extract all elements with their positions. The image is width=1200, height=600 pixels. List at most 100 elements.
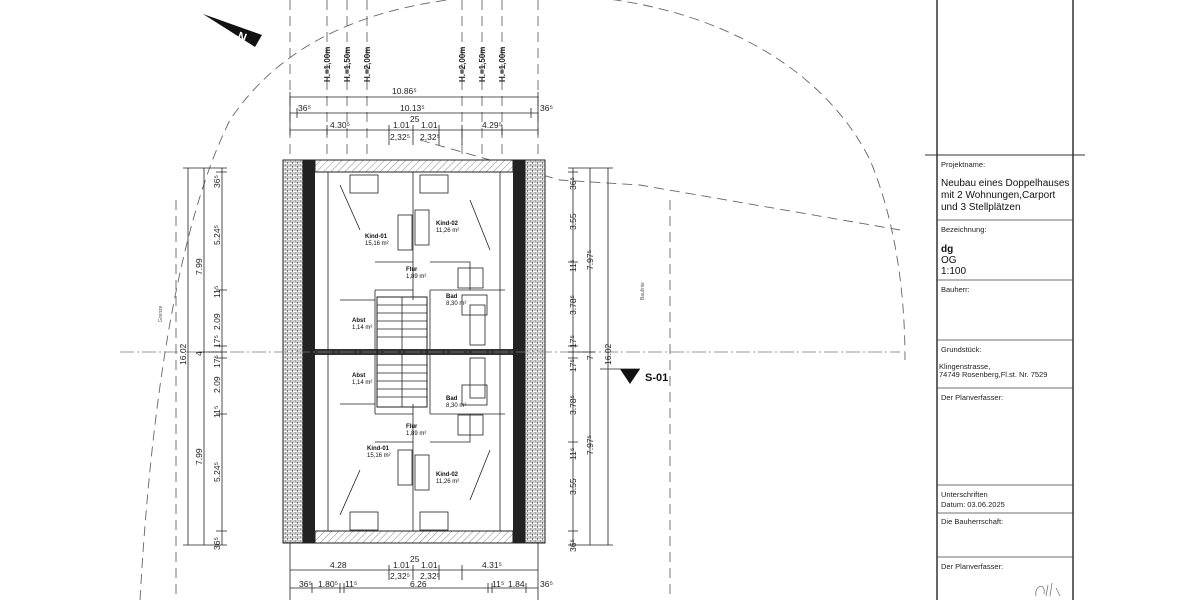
dim-segment: 4.28 (330, 560, 347, 570)
grundstueck-line: 74749 Rosenberg,Fl.st. Nr. 7529 (939, 370, 1047, 379)
dim-left-detail: 11⁵ (212, 286, 222, 298)
dim-right-detail: 3.55 (568, 478, 578, 495)
svg-text:15,16 m²: 15,16 m² (365, 241, 389, 247)
window-height-guides (289, 0, 539, 160)
bauherr-label: Bauherr: (941, 285, 970, 294)
dim-right-detail: 36⁵ (568, 539, 578, 552)
dim-right-half: 7.97⁵ (585, 435, 595, 455)
dim-right-detail: 17⁵ (568, 335, 578, 348)
height-labels: H.=1,00m H.=1,50m H.=2,00m H.=2,00m H.=1… (323, 47, 507, 82)
dim-sub: 2,32⁵ (420, 132, 440, 142)
dim-row2: 36⁵ (299, 579, 312, 589)
dim-segment: 25 (410, 554, 420, 564)
svg-text:1,89 m²: 1,89 m² (406, 431, 426, 437)
svg-text:Abst: Abst (352, 373, 365, 379)
dimensions-left: 16.02 7.99 4 7.99 36⁵ 5.24⁵ 11⁵ 2.09 17⁵… (158, 167, 227, 550)
dimensions-right: 36⁵ 3.55 11⁵ 3.78⁵ 17⁵ 17⁵ 3.78⁵ 11⁵ 3.5… (568, 167, 646, 552)
dim-wall-left: 36⁵ (298, 103, 311, 113)
title-block: Projektname: Neubau eines Doppelhauses m… (925, 0, 1085, 600)
bezeichnung-label: Bezeichnung: (941, 225, 986, 234)
svg-text:15,16 m²: 15,16 m² (367, 453, 391, 459)
dim-inner-width: 10.13⁵ (400, 103, 425, 113)
dim-segment: 1.01 (393, 120, 410, 130)
height-label: H.=1,50m (478, 47, 487, 82)
dim-left-detail: 36⁵ (212, 537, 222, 550)
section-marker-s01: S-01 (600, 368, 668, 384)
dim-left-detail: 17⁵ (212, 335, 222, 348)
height-label: H.=2,00m (458, 47, 467, 82)
projektname-label: Projektname: (941, 160, 985, 169)
height-label: H.=1,50m (343, 47, 352, 82)
svg-text:1,14 m²: 1,14 m² (352, 325, 372, 331)
dimensions-bottom: 4.28 1.01 25 1.01 4.31⁵ 2,32⁵ 2,32⁵ 36⁵ … (289, 543, 553, 600)
dim-right-overall: 16.02 (603, 343, 613, 365)
dim-row2: 11⁵ (492, 579, 504, 589)
boundary-label-grenze: Grenze (158, 305, 164, 322)
dim-right-detail: 36⁵ (568, 177, 578, 190)
dim-segment: 1.01 (393, 560, 410, 570)
dim-left-center: 4 (194, 351, 204, 356)
dim-left-half: 7.99 (194, 258, 204, 275)
height-label: H.=1,00m (323, 47, 332, 82)
dim-right-detail: 11⁵ (568, 260, 578, 272)
dim-left-half: 7.99 (194, 448, 204, 465)
signature (1035, 582, 1061, 597)
scale-label: 1:100 (941, 266, 966, 277)
dim-sub: 2,32⁵ (390, 132, 410, 142)
dim-left-detail: 2.09 (212, 313, 222, 330)
dim-overall-width: 10.86⁵ (392, 86, 417, 96)
svg-text:Abst: Abst (352, 318, 365, 324)
dim-right-detail: 3.55 (568, 213, 578, 230)
svg-text:Kind-01: Kind-01 (365, 234, 388, 240)
grundstueck-label: Grundstück: (941, 345, 981, 354)
dim-segment: 25 (410, 114, 420, 124)
wall-bottom (314, 530, 514, 544)
bauherrschaft-label: Die Bauherrschaft: (941, 517, 1003, 526)
bezeichnung-dg: dg (941, 244, 953, 255)
bezeichnung-og: OG (941, 255, 957, 266)
dim-row2: 36⁵ (540, 579, 553, 589)
dim-right-detail: 3.78⁵ (568, 295, 578, 315)
svg-text:Flur: Flur (406, 267, 418, 273)
dim-left-detail: 5.24⁵ (212, 462, 222, 482)
svg-text:1,14 m²: 1,14 m² (352, 380, 372, 386)
dim-row2: 1.80⁵ (318, 579, 338, 589)
dim-right-center: 7 (585, 355, 595, 360)
grundstueck-line: Klingenstrasse, (939, 362, 990, 371)
svg-text:11,26 m²: 11,26 m² (436, 228, 459, 234)
svg-text:Kind-02: Kind-02 (436, 221, 459, 227)
svg-text:8,30 m²: 8,30 m² (446, 301, 466, 307)
wall-right (524, 159, 546, 544)
dim-left-detail: 11⁵ (212, 406, 222, 418)
height-label: H.=2,00m (363, 47, 372, 82)
dim-left-detail: 2.09 (212, 376, 222, 393)
dim-right-half: 7.97⁵ (585, 250, 595, 270)
dim-segment: 1.01 (421, 560, 438, 570)
boundary-label-baulinie: Baulinie (640, 282, 646, 300)
planverfasser-signature-label: Der Planverfasser: (941, 562, 1003, 571)
dim-segment: 4.31⁵ (482, 560, 502, 570)
dim-sub: 2,32⁵ (390, 571, 410, 581)
dim-wall-right: 36⁵ (540, 103, 553, 113)
dim-row2: 1.84 (508, 579, 525, 589)
dim-left-detail: 17⁵ (212, 355, 222, 368)
dim-left-detail: 5.24⁵ (212, 225, 222, 245)
site-boundary-arc (139, 0, 906, 600)
dim-right-detail: 3.78⁵ (568, 395, 578, 415)
dim-right-detail: 17⁵ (568, 359, 578, 372)
north-arrow-icon: N (203, 14, 262, 47)
wall-top (314, 159, 514, 173)
svg-text:Bad: Bad (446, 396, 458, 402)
svg-text:Kind-01: Kind-01 (367, 446, 390, 452)
